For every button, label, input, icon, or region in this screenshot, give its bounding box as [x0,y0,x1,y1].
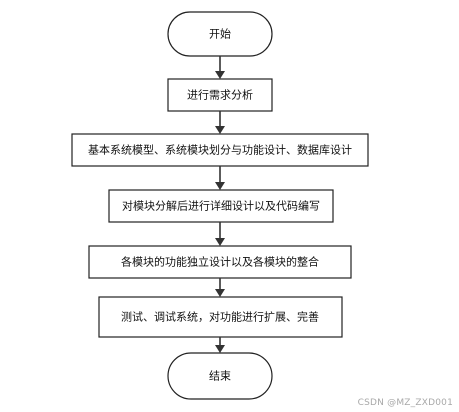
arrowhead-5 [215,289,225,297]
end-label: 结束 [209,370,231,383]
step-4-box [88,245,352,279]
start-label: 开始 [209,27,231,41]
step-1-box [167,78,273,112]
step-4-label: 各模块的功能独立设计以及各模块的整合 [121,255,319,269]
step-5-box [98,296,343,338]
arrowhead-2 [215,126,225,134]
arrowhead-4 [215,238,225,246]
arrowhead-3 [215,182,225,190]
watermark: CSDN @MZ_ZXD001 [357,398,453,408]
step-1-label: 进行需求分析 [187,88,253,102]
step-3-box [108,189,334,223]
step-2-label: 基本系统模型、系统模块划分与功能设计、数据库设计 [88,143,352,157]
arrowhead-1 [215,71,225,79]
step-5-label: 测试、调试系统，对功能进行扩展、完善 [121,310,319,324]
end-terminal [167,352,273,400]
arrowhead-6 [215,345,225,353]
step-3-label: 对模块分解后进行详细设计以及代码编写 [122,199,320,213]
